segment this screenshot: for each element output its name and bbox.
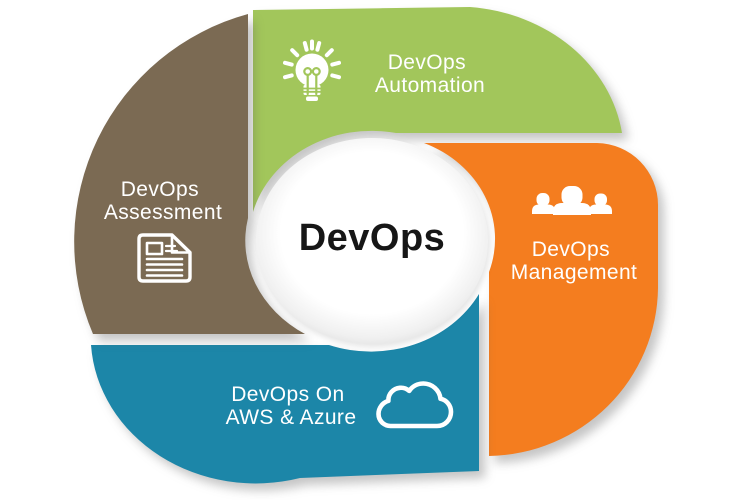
segment-assessment	[74, 14, 305, 334]
label-aws-azure: DevOps On AWS & Azure	[226, 383, 357, 429]
label-assessment: DevOps Assessment	[104, 178, 222, 224]
people-icon	[532, 186, 612, 215]
segment-management	[424, 143, 658, 456]
label-automation: DevOps Automation	[375, 51, 485, 97]
segment-aws-azure	[91, 294, 479, 484]
center-title: DevOps	[299, 217, 446, 259]
lightbulb-icon	[283, 39, 341, 101]
center-disc	[256, 138, 488, 344]
document-icon	[137, 233, 192, 283]
cloud-icon	[376, 381, 454, 429]
segment-automation	[253, 7, 622, 212]
label-management: DevOps Management	[511, 238, 638, 284]
